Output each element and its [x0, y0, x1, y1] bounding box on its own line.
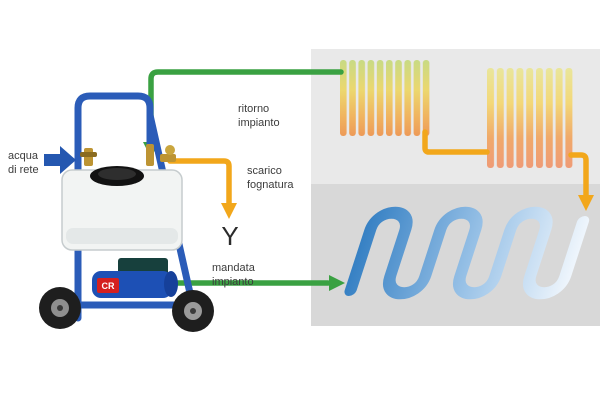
label-mains-water: acqua di rete — [8, 150, 39, 177]
drain-pipes — [167, 129, 589, 207]
flushing-machine: CR — [39, 92, 214, 332]
sewer-funnel-symbol: Y — [221, 221, 239, 251]
water-tank — [61, 166, 183, 251]
brass-valves — [80, 144, 176, 166]
mains-water-arrow-icon — [44, 146, 76, 174]
label-system-return: ritorno impianto — [238, 103, 280, 130]
wheels — [39, 287, 214, 332]
radiator-2 — [487, 68, 575, 168]
radiator-1 — [340, 60, 432, 136]
floor-panel — [311, 184, 600, 326]
flow-pipes — [148, 69, 344, 286]
return-pipe — [148, 69, 344, 145]
radiator-link-pipe — [422, 129, 490, 155]
drain-arrowheads — [221, 195, 594, 219]
drain-arrow-icon — [221, 203, 237, 219]
supply-arrow-icon — [329, 275, 345, 291]
coil-inlet-arrow-icon — [578, 195, 594, 211]
pump: CR — [92, 258, 178, 298]
drain-pipe — [167, 158, 232, 207]
label-system-supply: mandata impianto — [212, 262, 255, 289]
radiator-to-coil-pipe — [568, 152, 589, 199]
pump-badge — [97, 278, 119, 293]
pump-badge-text: CR — [102, 281, 115, 291]
label-sewer-drain: scarico fognatura — [247, 165, 294, 192]
floor-heating-coil — [344, 206, 590, 300]
